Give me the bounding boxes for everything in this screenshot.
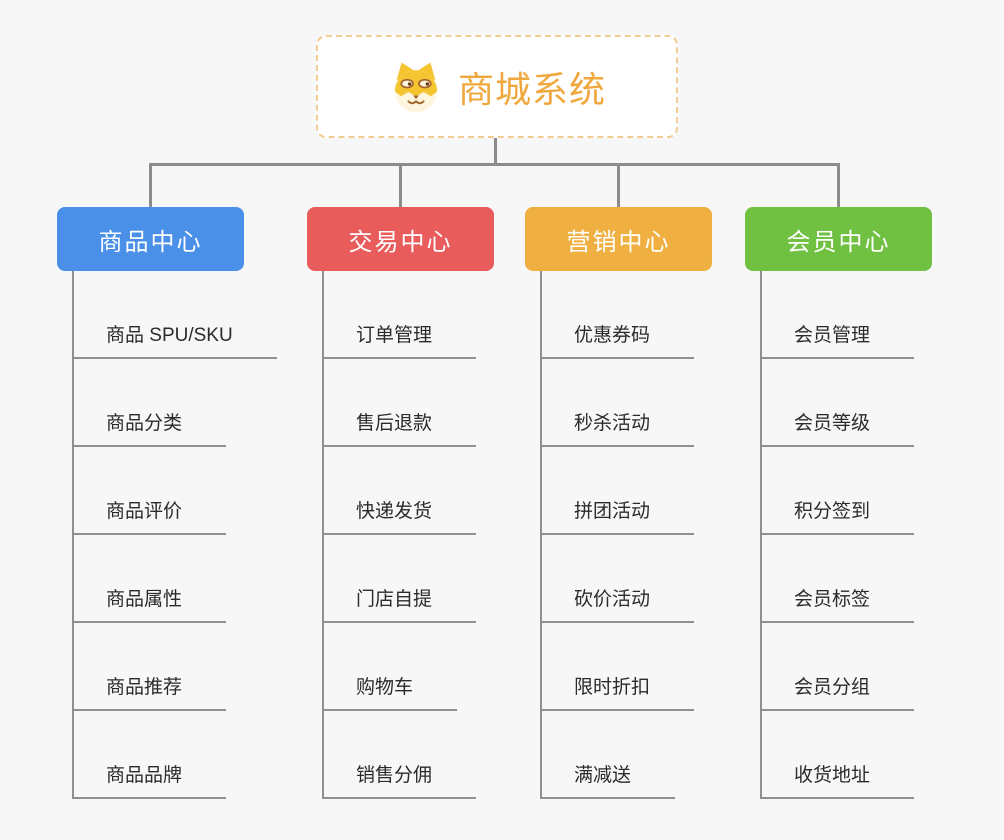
leaf-topic[interactable]: 限时折扣	[542, 677, 695, 711]
branch-marketing-center: 营销中心 优惠券码 秒杀活动 拼团活动 砍价活动 限时折扣 满减送	[525, 207, 765, 799]
leaf-topic[interactable]: 商品分类	[74, 413, 227, 447]
leaf-topic[interactable]: 门店自提	[324, 589, 477, 623]
branch-children: 商品 SPU/SKU 商品分类 商品评价 商品属性 商品推荐 商品品牌	[72, 271, 297, 799]
root-topic[interactable]: 商城系统	[316, 35, 678, 138]
leaf-topic[interactable]: 商品品牌	[74, 765, 227, 799]
connector-stub-trade	[399, 163, 402, 207]
branch-node-marketing-center[interactable]: 营销中心	[525, 207, 712, 271]
branch-node-member-center[interactable]: 会员中心	[745, 207, 932, 271]
branch-trade-center: 交易中心 订单管理 售后退款 快递发货 门店自提 购物车 销售分佣	[307, 207, 547, 799]
leaf-topic[interactable]: 秒杀活动	[542, 413, 695, 447]
leaf-topic[interactable]: 销售分佣	[324, 765, 477, 799]
leaf-topic[interactable]: 拼团活动	[542, 501, 695, 535]
leaf-topic[interactable]: 商品属性	[74, 589, 227, 623]
branch-label: 会员中心	[786, 228, 891, 256]
branch-member-center: 会员中心 会员管理 会员等级 积分签到 会员标签 会员分组 收货地址	[745, 207, 985, 799]
branch-label: 商品中心	[98, 228, 203, 256]
leaf-topic[interactable]: 订单管理	[324, 325, 477, 359]
leaf-topic[interactable]: 满减送	[542, 765, 676, 799]
leaf-topic[interactable]: 商品评价	[74, 501, 227, 535]
branch-node-product-center[interactable]: 商品中心	[57, 207, 244, 271]
leaf-topic[interactable]: 快递发货	[324, 501, 477, 535]
leaf-topic[interactable]: 会员分组	[762, 677, 915, 711]
branch-product-center: 商品中心 商品 SPU/SKU 商品分类 商品评价 商品属性 商品推荐 商品品牌	[57, 207, 297, 799]
leaf-topic[interactable]: 砍价活动	[542, 589, 695, 623]
connector-bus	[149, 163, 840, 166]
branch-label: 营销中心	[566, 228, 671, 256]
branch-children: 订单管理 售后退款 快递发货 门店自提 购物车 销售分佣	[322, 271, 547, 799]
connector-stub-products	[149, 163, 152, 207]
leaf-topic[interactable]: 商品 SPU/SKU	[74, 325, 277, 359]
branch-children: 优惠券码 秒杀活动 拼团活动 砍价活动 限时折扣 满减送	[540, 271, 765, 799]
connector-root-stub	[494, 138, 497, 163]
leaf-topic[interactable]: 会员管理	[762, 325, 915, 359]
leaf-topic[interactable]: 会员标签	[762, 589, 915, 623]
connector-stub-marketing	[617, 163, 620, 207]
leaf-topic[interactable]: 购物车	[324, 677, 458, 711]
leaf-topic[interactable]: 商品推荐	[74, 677, 227, 711]
root-topic-label: 商城系统	[457, 68, 606, 110]
leaf-topic[interactable]: 优惠券码	[542, 325, 695, 359]
leaf-topic[interactable]: 售后退款	[324, 413, 477, 447]
leaf-topic[interactable]: 积分签到	[762, 501, 915, 535]
connector-stub-members	[837, 163, 840, 207]
leaf-topic[interactable]: 会员等级	[762, 413, 915, 447]
branch-label: 交易中心	[348, 228, 453, 256]
branch-children: 会员管理 会员等级 积分签到 会员标签 会员分组 收货地址	[760, 271, 985, 799]
branch-node-trade-center[interactable]: 交易中心	[307, 207, 494, 271]
leaf-topic[interactable]: 收货地址	[762, 765, 915, 799]
shiba-dog-icon	[394, 62, 438, 112]
